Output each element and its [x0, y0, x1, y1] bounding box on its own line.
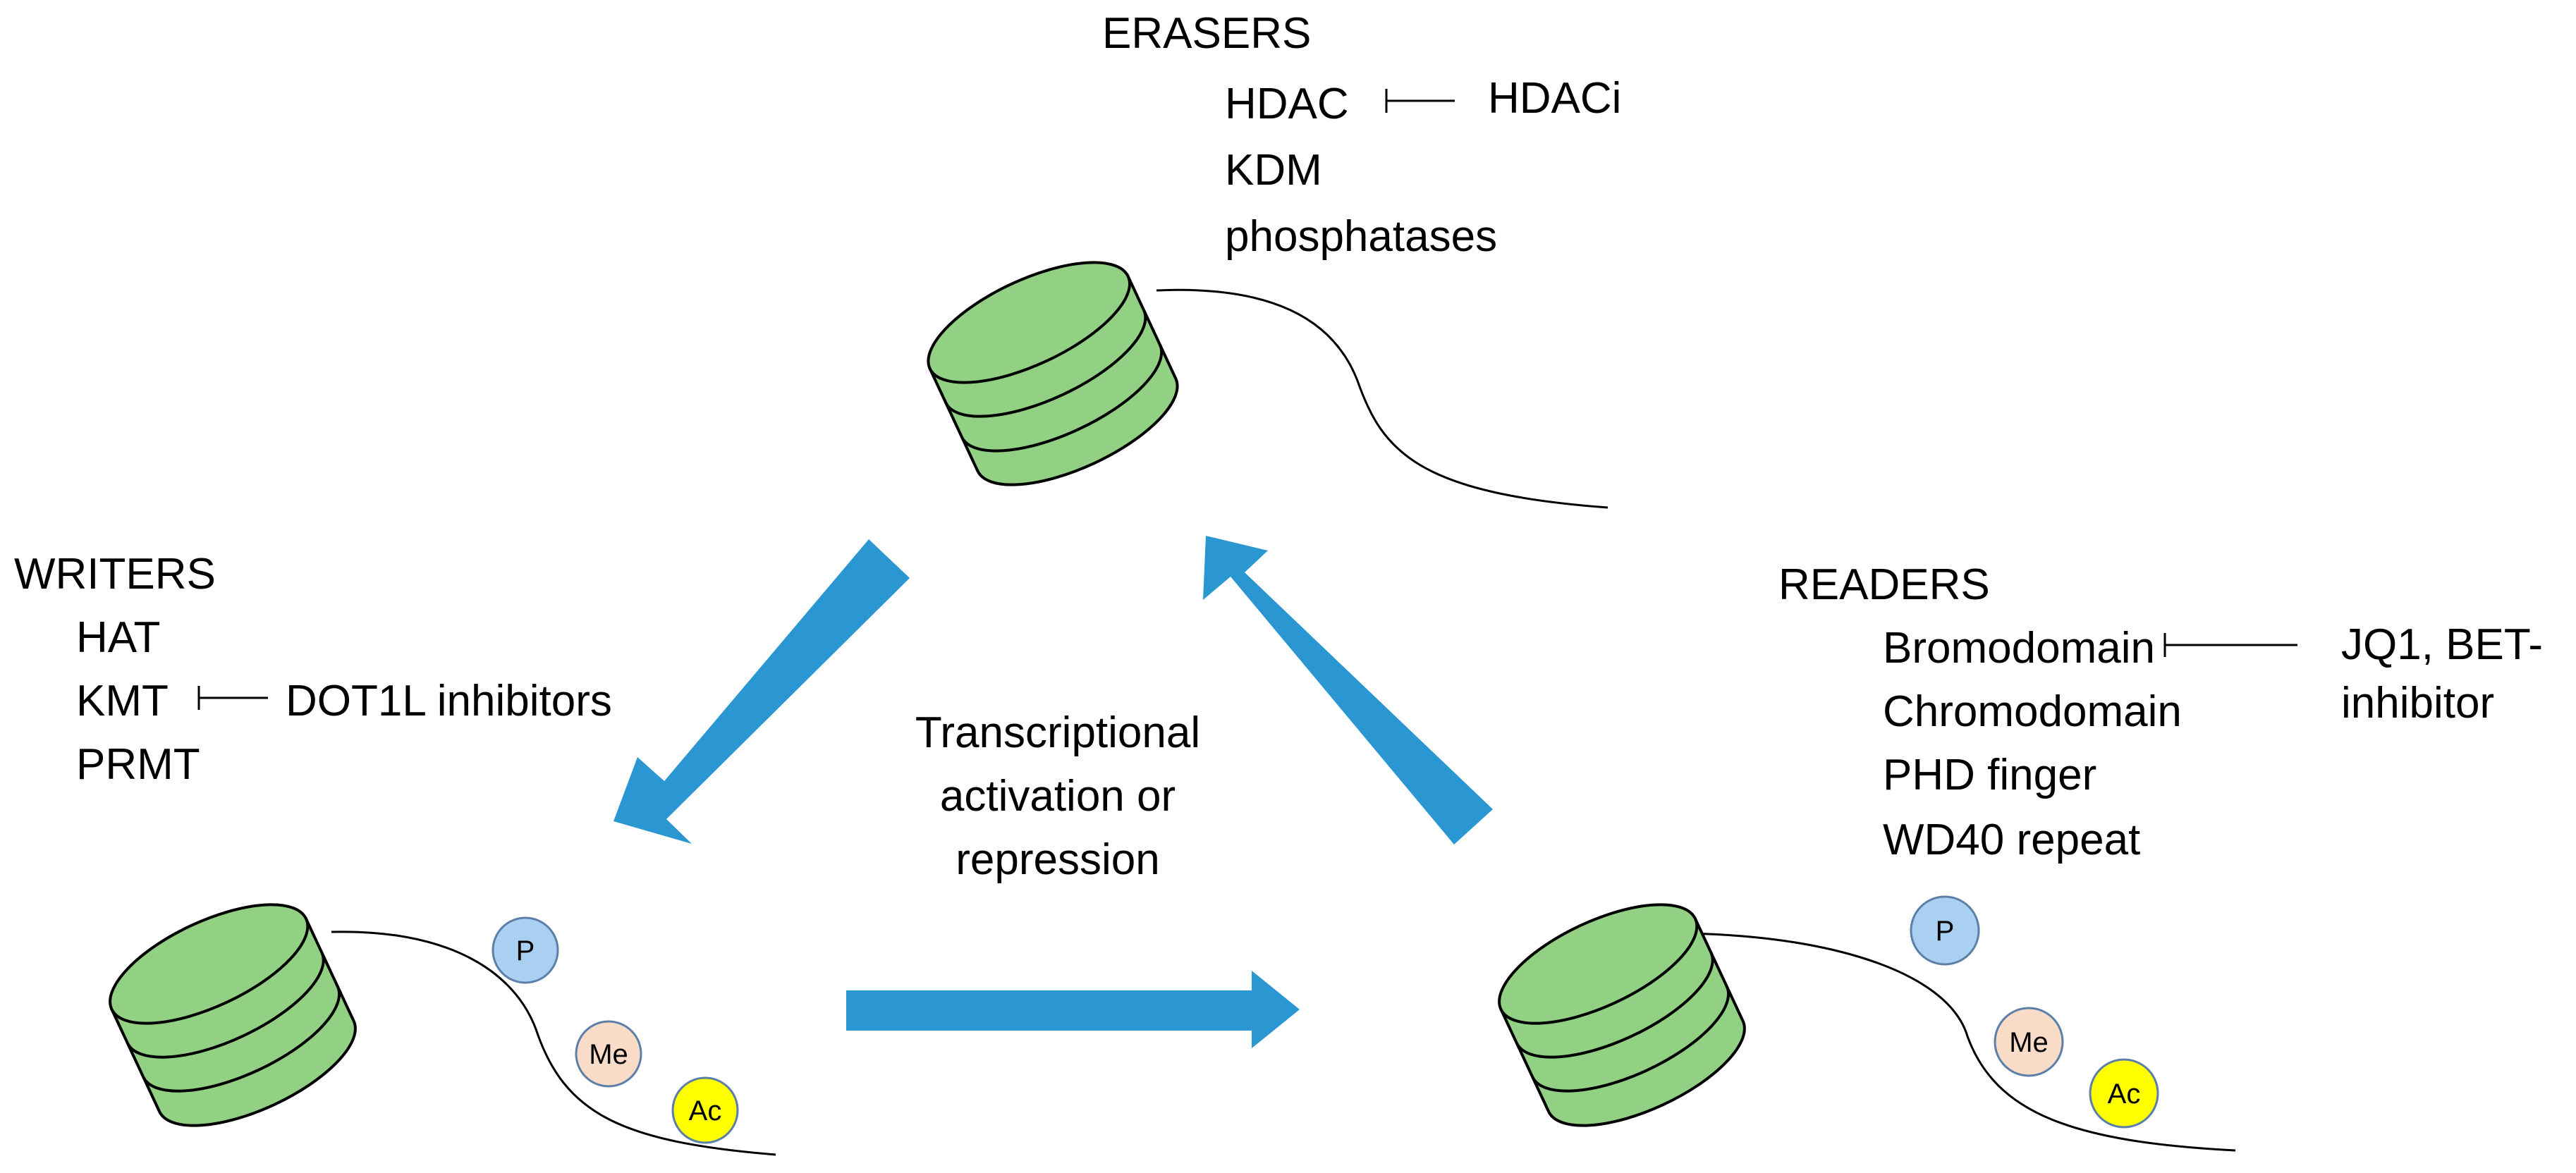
dna-strand-readers: [1628, 932, 2236, 1152]
bromodomain-inhibition-line: [2163, 633, 2297, 657]
erasers-item-phosphatases: phosphatases: [1225, 212, 1497, 261]
arrow-readers-to-erasers: [1203, 536, 1493, 845]
mark-ac-readers: Ac: [2089, 1058, 2159, 1129]
writers-inhibitor: DOT1L inhibitors: [286, 677, 612, 725]
readers-item-bromodomain: Bromodomain: [1883, 624, 2155, 673]
readers-inhibitor-line-2: inhibitor: [2341, 679, 2494, 727]
arrow-erasers-to-writers: [614, 539, 910, 844]
kmt-inhibition-line: [197, 686, 268, 710]
mark-p-writers-label: P: [516, 935, 535, 966]
center-line-3: repression: [956, 835, 1159, 884]
erasers-item-kdm: KDM: [1225, 146, 1322, 195]
mark-ac-readers-label: Ac: [2108, 1079, 2141, 1110]
nucleosome-cylinder-top: [927, 261, 1179, 486]
mark-ac-writers-label: Ac: [689, 1095, 722, 1126]
readers-title: READERS: [1778, 560, 1990, 609]
readers-group: READERS Bromodomain Chromodomain PHD fin…: [1778, 560, 2543, 864]
dna-strand-top: [1156, 288, 1609, 509]
mark-me-writers: Me: [575, 1020, 642, 1088]
mark-me-writers-label: Me: [589, 1039, 628, 1070]
dna-strand-writers: [331, 931, 776, 1156]
erasers-item-hdac: HDAC: [1225, 80, 1349, 128]
writers-group: WRITERS HAT KMT PRMT DOT1L inhibitors: [14, 550, 612, 789]
writers-item-hat: HAT: [76, 613, 160, 662]
erasers-title: ERASERS: [1102, 9, 1311, 58]
nucleosome-top: [927, 261, 1609, 509]
nucleosome-cylinder-readers: [1498, 903, 1746, 1127]
nucleosome-cylinder-writers: [109, 903, 357, 1127]
mark-me-readers-label: Me: [2009, 1027, 2049, 1058]
hdac-inhibition-line: [1385, 89, 1455, 113]
mark-p-writers: P: [492, 916, 559, 984]
mark-me-readers: Me: [1994, 1007, 2064, 1077]
writers-item-prmt: PRMT: [76, 740, 200, 789]
arrows: [614, 536, 1493, 1048]
erasers-inhibitor: HDACi: [1488, 74, 1621, 123]
nucleosome-readers: P Me Ac: [1498, 895, 2236, 1152]
readers-item-chromodomain: Chromodomain: [1883, 687, 2182, 736]
erasers-group: ERASERS HDAC KDM phosphatases HDACi: [1102, 9, 1621, 261]
mark-p-readers-label: P: [1936, 916, 1955, 947]
readers-inhibitor-line-1: JQ1, BET-: [2341, 620, 2543, 669]
readers-item-phd-finger: PHD finger: [1883, 751, 2096, 799]
mark-p-readers: P: [1910, 895, 1980, 966]
center-line-1: Transcriptional: [915, 708, 1200, 757]
mark-ac-writers: Ac: [671, 1076, 739, 1144]
writers-item-kmt: KMT: [76, 677, 169, 725]
readers-item-wd40-repeat: WD40 repeat: [1883, 816, 2140, 864]
center-caption: Transcriptional activation or repression: [915, 708, 1200, 884]
nucleosome-writers: P Me Ac: [109, 903, 776, 1156]
arrow-writers-to-readers: [846, 971, 1300, 1048]
writers-title: WRITERS: [14, 550, 216, 598]
center-line-2: activation or: [940, 772, 1176, 821]
